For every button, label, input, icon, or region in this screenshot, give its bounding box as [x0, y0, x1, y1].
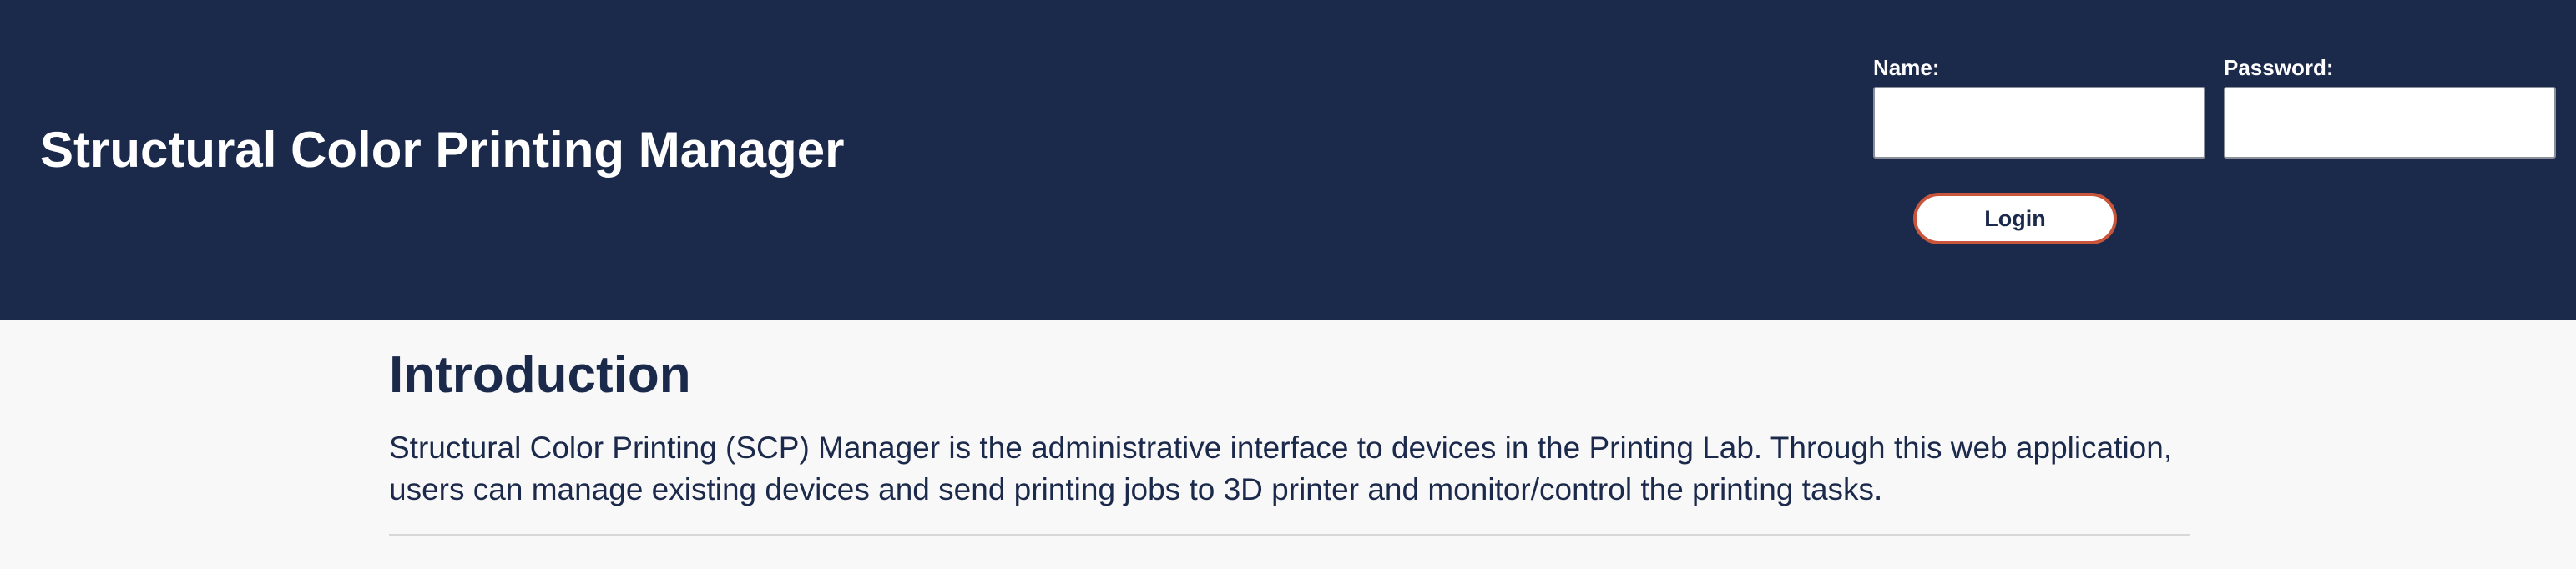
introduction-paragraph: Structural Color Printing (SCP) Manager …: [389, 431, 2173, 506]
name-label: Name:: [1873, 55, 1940, 80]
app-title: Structural Color Printing Manager: [40, 122, 845, 178]
password-input[interactable]: [2224, 87, 2556, 159]
site-header: Structural Color Printing Manager Name: …: [0, 0, 2576, 320]
introduction-heading: Introduction: [389, 346, 691, 404]
name-input[interactable]: [1873, 87, 2205, 159]
password-label: Password:: [2224, 55, 2334, 80]
section-divider: [389, 534, 2190, 536]
login-button[interactable]: Login: [1913, 193, 2117, 244]
